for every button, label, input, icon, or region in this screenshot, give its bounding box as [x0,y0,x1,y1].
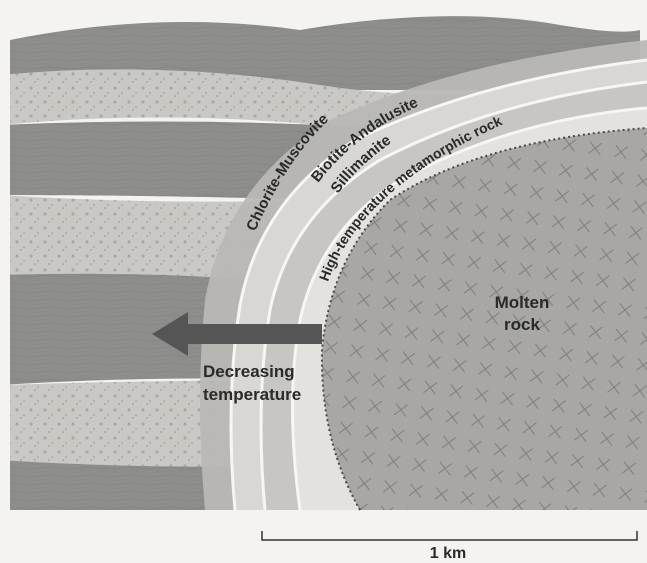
scale-bar-label: 1 km [430,545,466,562]
label-decreasing: Decreasing [203,362,295,381]
scale-bar [262,531,637,540]
label-molten-line1: Molten [495,293,550,312]
label-temperature: temperature [203,385,301,404]
label-molten-line2: rock [504,315,540,334]
